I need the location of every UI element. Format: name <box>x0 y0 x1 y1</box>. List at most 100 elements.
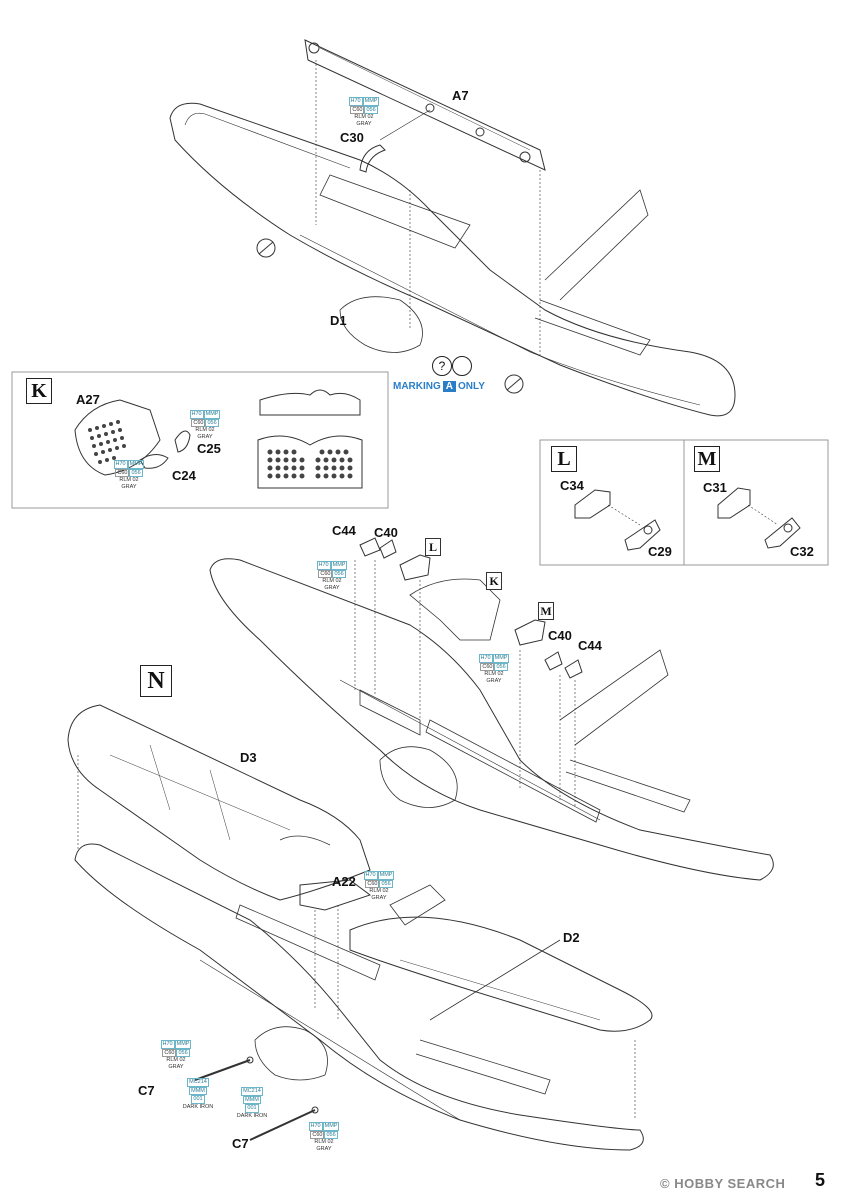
paint-code-c: C60 <box>350 105 365 114</box>
paint-code-c: C60 <box>115 468 130 477</box>
part-label-c32: C32 <box>790 544 814 559</box>
paint-name: GRAY <box>324 584 340 591</box>
paint-code-h: H70 <box>160 1040 175 1049</box>
paint-name: GRAY <box>356 120 372 127</box>
bottom-wing-assembly <box>67 704 653 1151</box>
paint-code-h: H70 <box>308 1122 323 1131</box>
paint-code-c: C60 <box>480 662 495 671</box>
paint-name: GRAY <box>316 1145 332 1152</box>
paint-callout-c7-iron: MC214 MMM 001 DARK IRON <box>178 1078 218 1110</box>
paint-code-h: H70 <box>316 561 331 570</box>
paint-name: RLM 02 <box>322 578 342 584</box>
paint-name: RLM 02 <box>166 1057 186 1063</box>
paint-name: RLM 02 <box>119 477 139 483</box>
step-l-label: L <box>551 446 577 472</box>
part-label-c24: C24 <box>172 468 196 483</box>
paint-name: GRAY <box>197 433 213 440</box>
marking-letter: A <box>442 381 457 392</box>
marking-prefix: MARKING <box>393 381 441 392</box>
paint-code-c: C60 <box>191 418 206 427</box>
paint-code-m: MMP <box>322 1122 340 1131</box>
paint-name: RLM 02 <box>484 671 504 677</box>
paint-code-n: 056 <box>332 569 346 578</box>
part-label-c31: C31 <box>703 480 727 495</box>
paint-code-h: H70 <box>348 97 363 106</box>
page-number: 5 <box>815 1170 826 1190</box>
part-label-c34: C34 <box>560 478 584 493</box>
step-m-parts <box>717 487 801 549</box>
part-label-a22: A22 <box>332 874 356 889</box>
part-label-c40: C40 <box>374 525 398 540</box>
part-label-d2: D2 <box>563 930 580 945</box>
paint-code-n: 056 <box>494 662 508 671</box>
no-glue-icon <box>452 356 472 376</box>
part-label-c40: C40 <box>548 628 572 643</box>
paint-name: RLM 02 <box>195 427 215 433</box>
paint-code-c: C60 <box>365 879 380 888</box>
step-ref-k: K <box>486 572 502 590</box>
paint-code-h: H70 <box>189 410 204 419</box>
step-ref-m: M <box>538 602 554 620</box>
paint-code-m: MMP <box>492 654 510 663</box>
paint-code-m: MMP <box>127 460 145 469</box>
paint-code-n: 056 <box>205 418 219 427</box>
step-ref-l: L <box>425 538 441 556</box>
part-label-c29: C29 <box>648 544 672 559</box>
part-label-c25: C25 <box>197 441 221 456</box>
paint-code-n: 001 <box>191 1095 205 1104</box>
part-label-c7: C7 <box>232 1136 249 1151</box>
paint-name: DARK IRON <box>236 1112 268 1119</box>
marking-suffix: ONLY <box>458 381 485 392</box>
paint-name: DARK IRON <box>182 1103 214 1110</box>
step-k-box <box>11 371 389 509</box>
paint-code-h: H70 <box>113 460 128 469</box>
paint-code-m: MMP <box>377 871 395 880</box>
paint-code-n: 001 <box>245 1104 259 1113</box>
watermark: © HOBBY SEARCH <box>660 1176 786 1191</box>
step-l-parts <box>574 489 661 551</box>
paint-code-m: MMP <box>203 410 221 419</box>
paint-code-n: 056 <box>324 1130 338 1139</box>
paint-name: GRAY <box>371 894 387 901</box>
paint-code-n: 056 <box>176 1048 190 1057</box>
paint-code-c: C60 <box>318 569 333 578</box>
paint-code-h: H70 <box>478 654 493 663</box>
paint-code-m: MMP <box>330 561 348 570</box>
paint-code-c: C60 <box>162 1048 177 1057</box>
part-label-c30: C30 <box>340 130 364 145</box>
paint-code-n: 056 <box>129 468 143 477</box>
paint-name: RLM 02 <box>369 888 389 894</box>
paint-code-m: MMP <box>174 1040 192 1049</box>
help-question-icon: ? <box>432 356 452 376</box>
part-label-a7: A7 <box>452 88 469 103</box>
part-label-a27: A27 <box>76 392 100 407</box>
step-m-label: M <box>694 446 720 472</box>
step-k-parts <box>74 389 363 489</box>
part-label-c44: C44 <box>578 638 602 653</box>
paint-code-iron: MC214 <box>187 1078 209 1087</box>
paint-code-h: H70 <box>363 871 378 880</box>
paint-name: RLM 02 <box>354 114 374 120</box>
middle-wing-assembly <box>209 537 774 881</box>
paint-callout-c7-iron2: MC214 MMM 001 DARK IRON <box>232 1087 272 1119</box>
step-n-label: N <box>140 665 172 697</box>
top-wing-assembly <box>169 39 736 417</box>
paint-name: RLM 02 <box>314 1139 334 1145</box>
paint-name: GRAY <box>486 677 502 684</box>
part-label-c7: C7 <box>138 1083 155 1098</box>
part-label-c44: C44 <box>332 523 356 538</box>
step-k-label: K <box>26 378 52 404</box>
paint-code-n: 056 <box>364 105 378 114</box>
paint-code-m: MMM <box>189 1086 207 1095</box>
paint-code-m: MMM <box>243 1095 261 1104</box>
part-label-d3: D3 <box>240 750 257 765</box>
